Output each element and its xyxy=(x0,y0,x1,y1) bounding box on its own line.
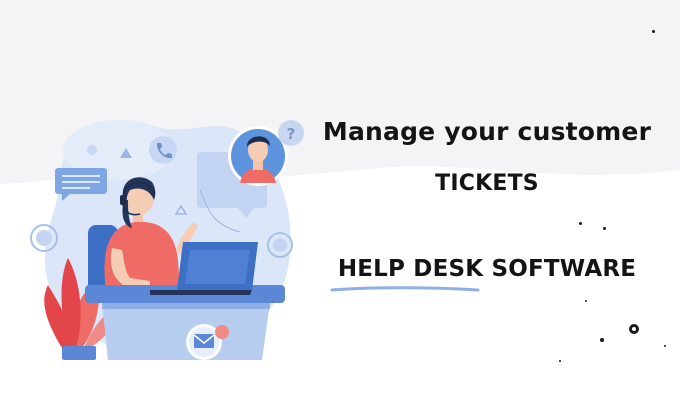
agent-person xyxy=(104,177,198,290)
customer-avatar xyxy=(228,126,288,186)
question-icon: ? xyxy=(278,120,304,146)
decorative-dot xyxy=(664,345,666,347)
decorative-dot xyxy=(603,227,606,230)
decorative-dot-inner xyxy=(632,327,636,331)
svg-text:?: ? xyxy=(287,125,296,143)
plant xyxy=(44,258,118,360)
headset-icon xyxy=(120,181,155,216)
decorative-dot xyxy=(559,360,561,362)
headline-underline xyxy=(330,286,480,292)
laptop xyxy=(150,242,258,295)
headline-line-2: TICKETS xyxy=(435,171,539,196)
desk xyxy=(85,285,285,360)
headline-line-1: Manage your customer xyxy=(322,117,652,146)
headline-line-3: HELP DESK SOFTWARE xyxy=(337,256,637,282)
help-desk-illustration: ? xyxy=(30,120,304,360)
chat-bubble-icon xyxy=(55,168,107,201)
background-blob-small xyxy=(63,120,173,180)
decorative-dot xyxy=(652,30,655,33)
mail-icon xyxy=(186,324,229,360)
decorative-dot xyxy=(579,222,582,225)
phone-icon xyxy=(149,136,177,164)
decorative-dot xyxy=(585,300,587,302)
decorative-dot xyxy=(600,338,604,342)
